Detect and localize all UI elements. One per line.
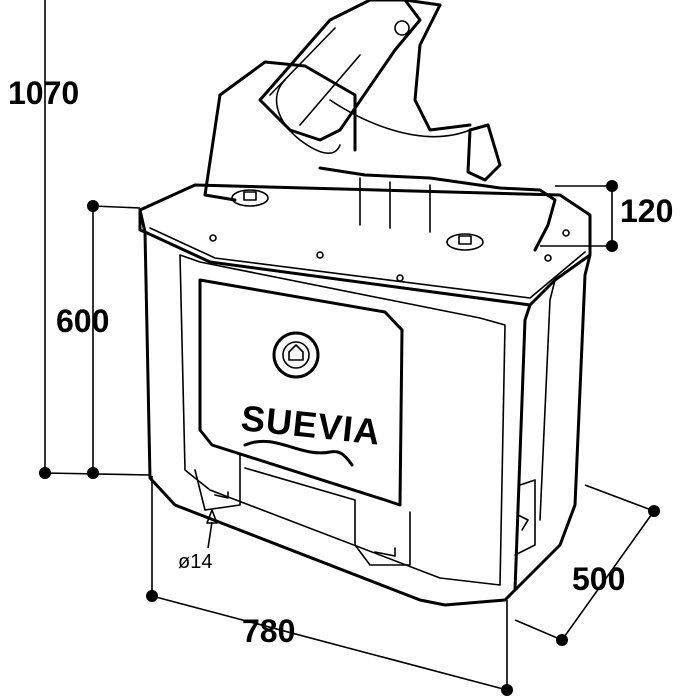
label-width: 780 <box>242 613 295 649</box>
label-body-height: 600 <box>56 303 109 339</box>
label-depth: 500 <box>572 561 625 597</box>
dimension-width <box>146 476 513 696</box>
dimension-body-height <box>87 200 141 479</box>
dimension-depth <box>514 484 660 646</box>
bowl-assembly <box>203 0 557 252</box>
label-total-height: 1070 <box>8 75 79 111</box>
dimension-bowl-height <box>540 180 618 252</box>
suevia-logo: SUEVIA <box>239 397 383 467</box>
trough-body <box>138 183 592 607</box>
dimension-hole <box>206 509 218 549</box>
valve-cap <box>272 331 320 379</box>
brand-text: SUEVIA <box>239 397 383 452</box>
label-hole-diameter: ø14 <box>178 551 212 573</box>
dimension-total-height <box>39 0 151 479</box>
label-bowl-height: 120 <box>620 193 673 229</box>
